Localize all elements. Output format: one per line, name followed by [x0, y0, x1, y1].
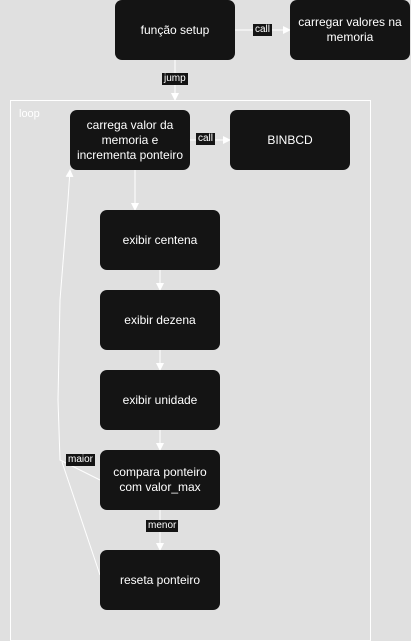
load-value-node[interactable]: carrega valor da memoria e incrementa po…	[70, 110, 190, 170]
show-units-node[interactable]: exibir unidade	[100, 370, 220, 430]
compare-node[interactable]: compara ponteiro com valor_max	[100, 450, 220, 510]
edge-label-call-loop: call	[196, 133, 216, 145]
loop-group-label: loop	[19, 108, 40, 120]
show-hundreds-node[interactable]: exibir centena	[100, 210, 220, 270]
show-tens-node[interactable]: exibir dezena	[100, 290, 220, 350]
edge-reset-to-loop	[61, 461, 101, 576]
setup-node[interactable]: função setup	[115, 0, 235, 60]
edge-label-menor: menor	[146, 520, 179, 532]
binbcd-node[interactable]: BINBCD	[230, 110, 350, 170]
reset-node[interactable]: reseta ponteiro	[100, 550, 220, 610]
edge-label-call-setup: call	[253, 24, 273, 36]
edge-label-maior: maior	[66, 454, 96, 466]
edge-compare-to-load-value	[57, 169, 101, 481]
load-memory-node[interactable]: carregar valores na memoria	[290, 0, 410, 60]
edge-label-jump: jump	[162, 73, 188, 85]
